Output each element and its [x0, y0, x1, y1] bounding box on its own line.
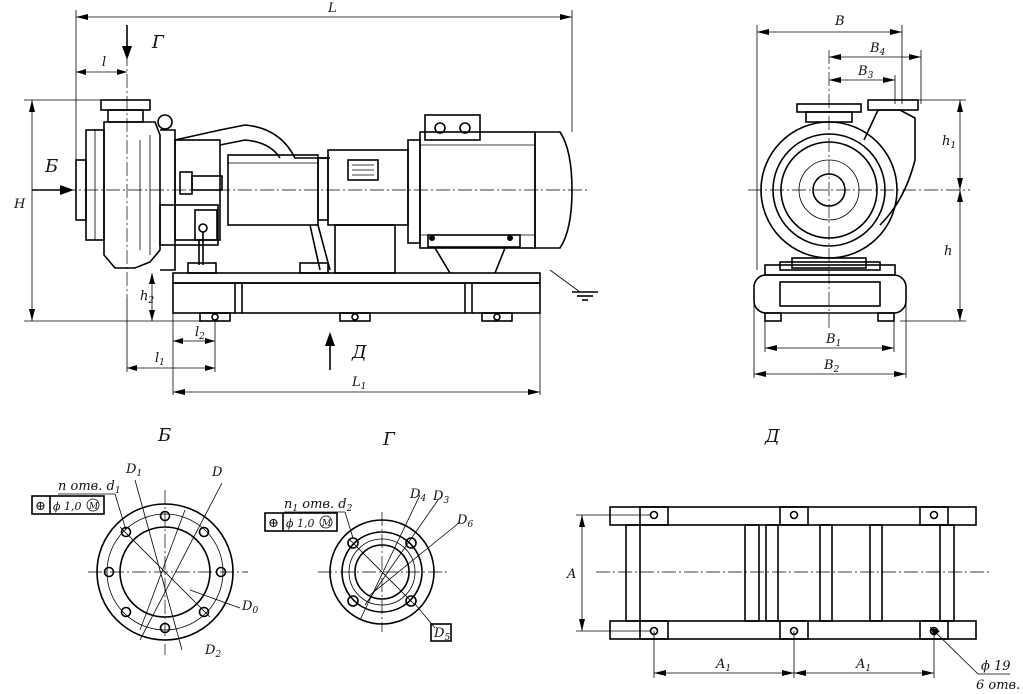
view-g-flange: Г D4 D3 D6 D5 n1 отв. d2 ⊕ ϕ 1,0 M [264, 429, 473, 643]
hole-diameter-callout: ϕ 19 [981, 659, 1011, 674]
tol-value-b: ϕ 1,0 [53, 500, 82, 513]
dim-D6-label: D6 [456, 513, 473, 530]
tol-mod-b: M [88, 502, 99, 512]
dim-A1-left-label: A1 [715, 657, 731, 674]
dim-A-label: A [566, 567, 576, 582]
dim-h2-label: h2 [140, 289, 154, 306]
view-b-title: Б [157, 425, 171, 446]
dim-H-label: H [13, 197, 26, 212]
dim-l1-label: l1 [155, 351, 165, 368]
dim-L-label: L [327, 1, 337, 16]
view-d-title: Д [764, 426, 780, 447]
dim-D-label: D [211, 465, 223, 480]
tolerance-frame-g [264, 512, 338, 532]
dim-D4-label: D4 [409, 487, 426, 504]
tol-value-g: ϕ 1,0 [286, 517, 315, 530]
tol-symbol-g: ⊕ [268, 516, 279, 531]
view-g-title: Г [382, 429, 396, 450]
dim-B2-label: B2 [823, 358, 840, 375]
view-b-marker: Б [44, 156, 58, 177]
tolerance-frame-b [31, 495, 105, 515]
view-d-marker: Д [351, 342, 367, 363]
dim-h1-label: h1 [942, 134, 956, 151]
dim-B3-label: B3 [857, 64, 874, 81]
view-b-flange: Б D1 D D0 D2 n отв. d1 ⊕ ϕ 1,0 M [31, 425, 258, 660]
dim-D3-label: D3 [432, 489, 449, 506]
tol-mod-g: M [321, 519, 332, 529]
dim-h-label: h [944, 244, 952, 259]
dim-A1-right-label: A1 [855, 657, 871, 674]
dim-B4-label: B4 [869, 41, 886, 58]
view-d-base: Д A A1 [566, 426, 1020, 693]
dim-D0-label: D0 [241, 599, 258, 616]
dim-l2-label: l2 [195, 325, 205, 342]
dim-l-label: l [102, 55, 106, 70]
hole-count-callout: 6 отв. [976, 678, 1020, 693]
dim-D1-label: D1 [125, 462, 142, 479]
dim-B1-label: B1 [825, 332, 841, 349]
dim-D2-label: D2 [204, 643, 221, 660]
front-view: B B4 B3 h1 h B1 B2 [748, 14, 970, 378]
tol-symbol-b: ⊕ [35, 499, 46, 514]
dim-B-label: B [834, 14, 845, 29]
dim-L1-label: L1 [351, 375, 366, 392]
dim-D5-label: D5 [433, 626, 450, 643]
side-view: L l Г Б H h2 l2 [13, 1, 598, 395]
view-g-marker: Г [151, 32, 165, 53]
holes-g-callout: n1 отв. d2 [284, 497, 353, 514]
holes-b-callout: n отв. d1 [58, 479, 121, 496]
